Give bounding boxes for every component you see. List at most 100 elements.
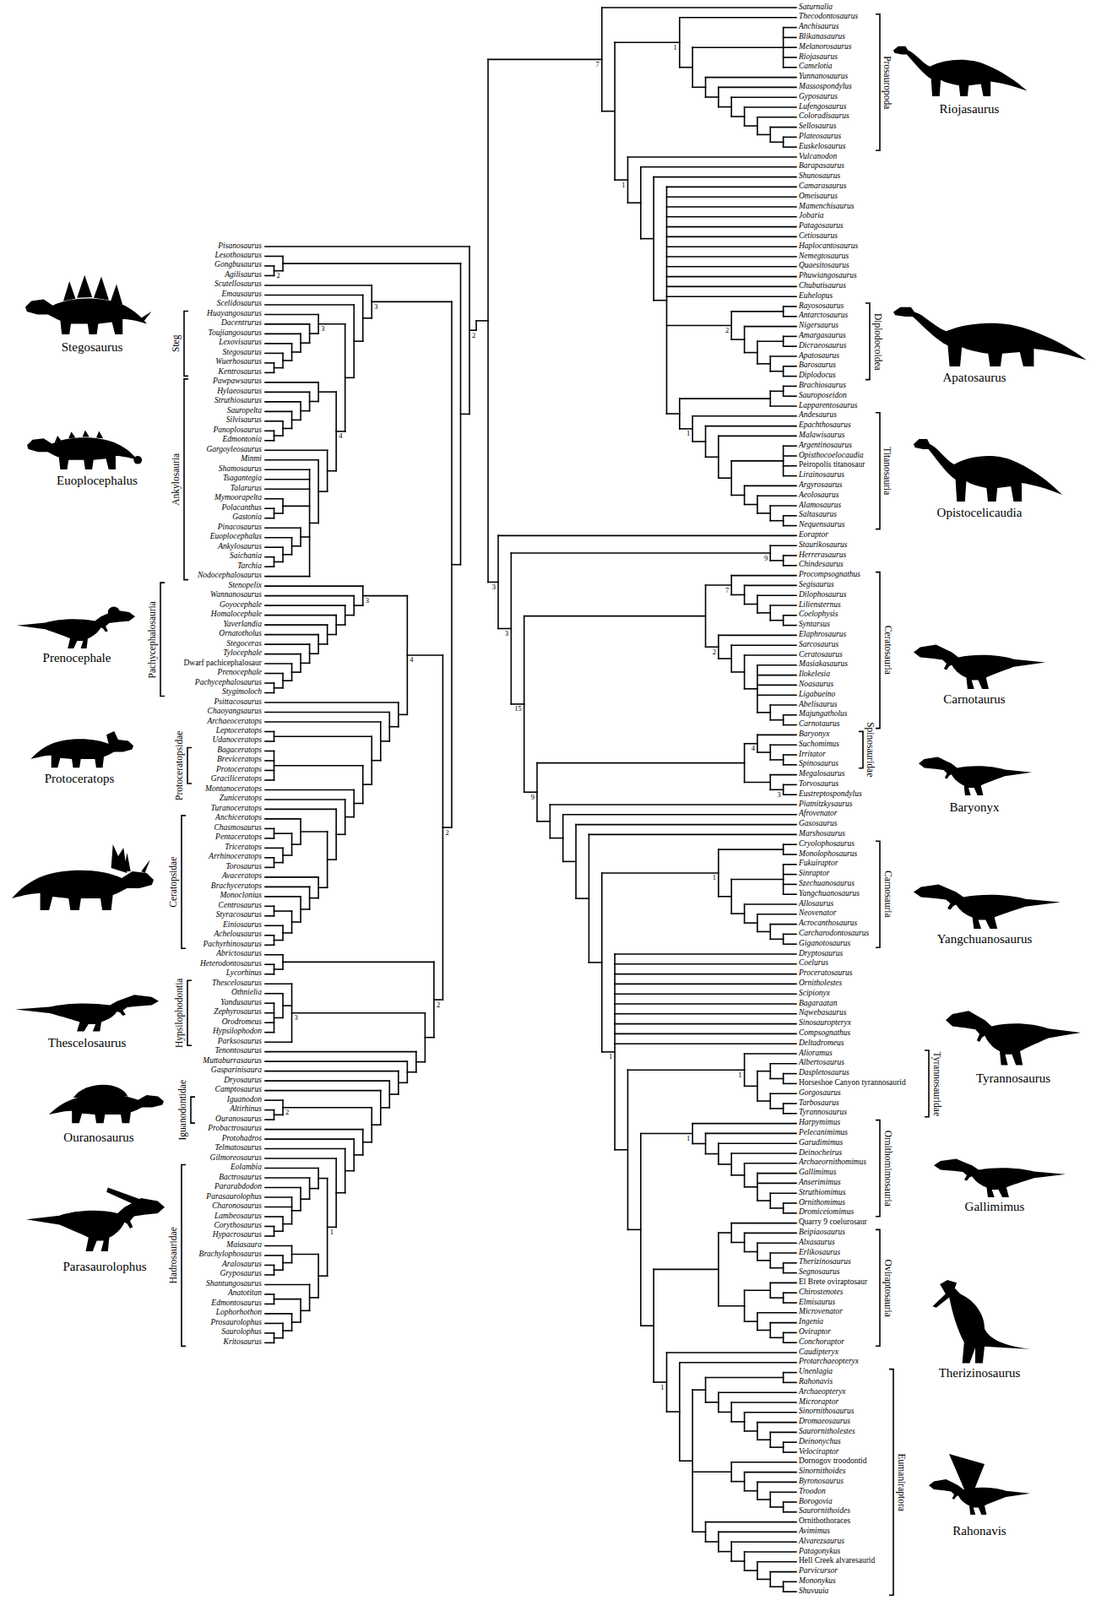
tree-branch bbox=[667, 255, 797, 258]
silhouette-caption: Euoplocephalus bbox=[56, 474, 138, 488]
support-number: 3 bbox=[320, 325, 326, 333]
tree-branch bbox=[265, 1215, 283, 1218]
support-number: 1 bbox=[711, 873, 717, 882]
tree-branch bbox=[317, 314, 320, 334]
taxon-label: Probactrosaurus bbox=[207, 1124, 262, 1134]
tree-branch bbox=[265, 828, 275, 831]
tree-branch bbox=[265, 323, 310, 326]
taxon-label: Parasaurolophus bbox=[206, 1193, 262, 1202]
tree-branch bbox=[265, 245, 470, 248]
taxon-label: Segisaurus bbox=[798, 580, 835, 590]
clade-name: Steg bbox=[171, 334, 182, 353]
taxon-label: Stygimoloch bbox=[222, 688, 262, 697]
taxon-label: Tsagantegia bbox=[222, 474, 262, 483]
tree-branch bbox=[336, 833, 346, 836]
tree-branch bbox=[717, 1232, 720, 1307]
tree-branch bbox=[770, 390, 783, 392]
tree-branch bbox=[265, 498, 283, 500]
tree-branch bbox=[756, 665, 759, 713]
clade-name: Eumaniraptora bbox=[895, 1452, 907, 1512]
tree-branch bbox=[602, 110, 615, 113]
tree-branch bbox=[783, 385, 797, 388]
tree-branch bbox=[282, 679, 293, 682]
tree-branch bbox=[783, 444, 797, 447]
tree-branch bbox=[782, 136, 785, 147]
tree-branch bbox=[692, 1470, 732, 1473]
taxon-label: Chubutisaurus bbox=[798, 282, 847, 291]
clade-name: Iguanodontidae bbox=[178, 1079, 189, 1142]
tree-branch bbox=[770, 1093, 772, 1109]
tree-branch bbox=[282, 359, 293, 362]
tree-branch bbox=[744, 106, 797, 109]
tree-branch bbox=[389, 1093, 399, 1096]
taxon-label: Lambeosaurus bbox=[214, 1212, 262, 1221]
taxon-label: Lexovisaurus bbox=[218, 338, 262, 348]
tree-branch bbox=[770, 1586, 783, 1589]
taxon-label: Pararabdodon bbox=[214, 1182, 262, 1192]
tree-branch bbox=[291, 343, 293, 361]
tree-branch bbox=[783, 873, 797, 876]
tree-branch bbox=[744, 325, 797, 328]
tree-branch bbox=[406, 596, 409, 716]
pachycephalosaur-silhouette bbox=[16, 607, 136, 649]
silhouette-caption: Gallimimus bbox=[965, 1200, 1026, 1214]
taxon-label: Andesaurus bbox=[798, 411, 837, 420]
tree-branch bbox=[379, 721, 382, 761]
tree-branch bbox=[783, 1581, 797, 1584]
taxon-label: Struthiosaurus bbox=[214, 396, 262, 406]
taxon-label: Gongbusaurus bbox=[214, 260, 262, 270]
tree-branch bbox=[783, 1372, 797, 1374]
tree-branch bbox=[353, 340, 364, 342]
tree-branch bbox=[282, 352, 284, 368]
taxon-label: Fukuiraptor bbox=[798, 859, 838, 869]
clade-bracket bbox=[190, 1096, 196, 1124]
tree-branch bbox=[537, 820, 550, 823]
taxon-label: Velociraptor bbox=[798, 1448, 840, 1457]
taxon-label: Saurornithoides bbox=[798, 1507, 851, 1516]
tree-branch bbox=[783, 146, 797, 148]
taxon-label: Torvosaurus bbox=[798, 780, 839, 789]
clade-name: Hadrosauridae bbox=[168, 1226, 180, 1285]
tree-branch bbox=[770, 1267, 783, 1270]
taxon-label: Oviraptor bbox=[798, 1328, 831, 1337]
tree-branch bbox=[717, 634, 720, 659]
tree-branch bbox=[326, 450, 329, 492]
silhouette-caption: Apatosaurus bbox=[943, 371, 1007, 385]
tree-branch bbox=[783, 1202, 797, 1205]
tree-branch bbox=[588, 961, 602, 964]
tree-branch bbox=[783, 754, 797, 756]
silhouette-caption: Protoceratops bbox=[44, 772, 114, 786]
tree-branch bbox=[299, 527, 302, 547]
taxon-label: Carcharodontosaurus bbox=[798, 929, 869, 939]
tree-branch bbox=[562, 814, 565, 863]
tree-branch bbox=[363, 1141, 373, 1144]
tree-branch bbox=[744, 504, 758, 506]
tree-branch bbox=[614, 992, 797, 995]
taxon-label: Protohadros bbox=[222, 1134, 262, 1144]
tree-branch bbox=[265, 372, 275, 375]
tree-branch bbox=[653, 176, 797, 179]
tree-branch bbox=[783, 724, 797, 727]
tree-branch bbox=[705, 1401, 719, 1404]
tree-branch bbox=[770, 1506, 783, 1509]
tree-branch bbox=[318, 390, 337, 393]
clade-name: Hypsilophodontia bbox=[174, 976, 185, 1048]
taxon-label: Peiropolis titanosaur bbox=[798, 461, 865, 470]
tree-branch bbox=[730, 97, 733, 117]
tree-branch bbox=[744, 922, 758, 924]
tree-branch bbox=[282, 505, 310, 508]
tree-branch bbox=[353, 1154, 364, 1156]
tree-branch bbox=[692, 415, 797, 418]
tree-branch bbox=[488, 59, 603, 61]
tree-branch bbox=[770, 356, 772, 372]
tree-branch bbox=[345, 816, 355, 819]
tree-branch bbox=[265, 1332, 275, 1335]
tree-branch bbox=[691, 416, 694, 442]
tree-branch bbox=[282, 847, 284, 863]
taxon-label: Camptosaurus bbox=[215, 1085, 262, 1095]
tree-branch bbox=[389, 712, 391, 742]
tree-branch bbox=[265, 430, 275, 433]
tree-branch bbox=[770, 1491, 797, 1493]
tree-branch bbox=[783, 515, 797, 517]
